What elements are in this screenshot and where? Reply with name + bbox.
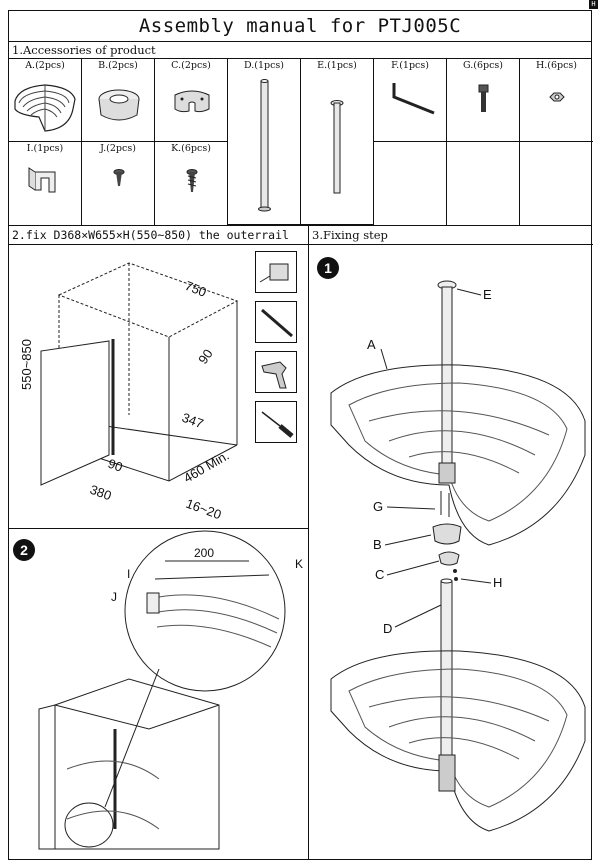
cabinet-dimension-drawing: 750 550~850 90 347 90 380 460 Min. 16~20: [19, 262, 239, 523]
accessory-label: H.(6pcs): [535, 60, 578, 71]
label-d: D: [383, 621, 392, 636]
accessories-grid: A.(2pcs) B.(2pcs) C.(2pcs): [9, 59, 593, 226]
section-fixing-heading: 3.Fixing step: [309, 225, 593, 245]
step1-number: 1: [317, 257, 339, 279]
drill-icon: [255, 351, 297, 393]
dim-90a: 90: [195, 346, 216, 366]
accessory-label: E.(1pcs): [317, 60, 357, 71]
accessory-label: F.(1pcs): [391, 60, 429, 71]
short-screw-icon: [113, 169, 125, 186]
accessory-d: D.(1pcs): [228, 59, 301, 225]
page-title: Assembly manual for PTJ005C: [9, 11, 591, 42]
tape-measure-icon: [255, 251, 297, 293]
accessory-label: I.(1pcs): [26, 143, 64, 154]
dim-90b: 90: [106, 456, 125, 475]
manual-sheet: Assembly manual for PTJ005C 1.Accessorie…: [8, 10, 593, 860]
pencil-icon: [255, 301, 297, 343]
accessory-label: C.(2pcs): [171, 60, 211, 71]
section-outerrail-heading: 2.fix D368×W655×H(550~850) the outerrail: [9, 225, 309, 245]
empty-cell: [374, 142, 447, 225]
section-accessories-heading: 1.Accessories of product: [9, 41, 591, 59]
accessory-label: J.(2pcs): [100, 143, 136, 154]
accessory-h: H.(6pcs): [520, 59, 593, 142]
cabinet-dimension-panel: 750 550~850 90 347 90 380 460 Min. 16~20: [9, 245, 309, 529]
accessory-f: F.(1pcs): [374, 59, 447, 142]
empty-cell: [447, 142, 520, 225]
accessory-a: A.(2pcs): [9, 59, 82, 142]
label-k: K: [295, 557, 303, 571]
step2-panel: 2 200 I J K: [9, 529, 309, 859]
basket-tray-icon: [14, 84, 76, 132]
wood-screw-icon: [186, 169, 198, 192]
label-e: E: [483, 287, 492, 302]
accessory-i: I.(1pcs): [9, 142, 82, 225]
dim-width: 750: [183, 278, 209, 300]
accessory-label: B.(2pcs): [98, 60, 138, 71]
accessory-label: G.(6pcs): [462, 60, 503, 71]
dim-380: 380: [88, 482, 114, 504]
label-i: I: [127, 567, 130, 581]
dim-347: 347: [180, 410, 206, 432]
accessory-label: A.(2pcs): [25, 60, 65, 71]
allen-key-icon: [392, 83, 435, 115]
dim-200: 200: [194, 546, 214, 560]
accessory-label: K.(6pcs): [171, 143, 211, 154]
accessory-b: B.(2pcs): [82, 59, 155, 142]
label-h: H: [493, 575, 502, 590]
dim-min: 460 Min.: [181, 448, 232, 486]
dim-gap: 16~20: [184, 496, 223, 523]
accessory-g: G.(6pcs): [447, 59, 520, 142]
accessory-label: D.(1pcs): [243, 60, 285, 71]
step1-panel: 1: [309, 245, 593, 859]
step1-drawing: E A G B C H D: [330, 280, 586, 832]
hex-bolt-icon: [478, 84, 489, 112]
step2-number: 2: [13, 539, 35, 561]
label-b: B: [373, 537, 382, 552]
label-j: J: [111, 590, 117, 604]
accessory-k: K.(6pcs): [155, 142, 228, 225]
label-c: C: [375, 567, 384, 582]
screwdriver-icon: [255, 401, 297, 443]
long-pole-icon: [258, 79, 271, 212]
corner-mark: H: [589, 0, 598, 9]
hex-nut-icon: [549, 92, 565, 102]
split-collar-icon: [174, 90, 210, 113]
dim-height: 550~850: [19, 339, 34, 390]
bracket-icon: [28, 167, 56, 193]
step2-drawing: 200 I J K: [38, 530, 303, 850]
label-a: A: [367, 337, 376, 352]
accessory-e: E.(1pcs): [301, 59, 374, 225]
accessory-j: J.(2pcs): [82, 142, 155, 225]
accessory-c: C.(2pcs): [155, 59, 228, 142]
empty-cell: [520, 142, 593, 225]
label-g: G: [373, 499, 383, 514]
top-pole-icon: [330, 100, 344, 194]
bearing-hub-icon: [98, 89, 140, 121]
